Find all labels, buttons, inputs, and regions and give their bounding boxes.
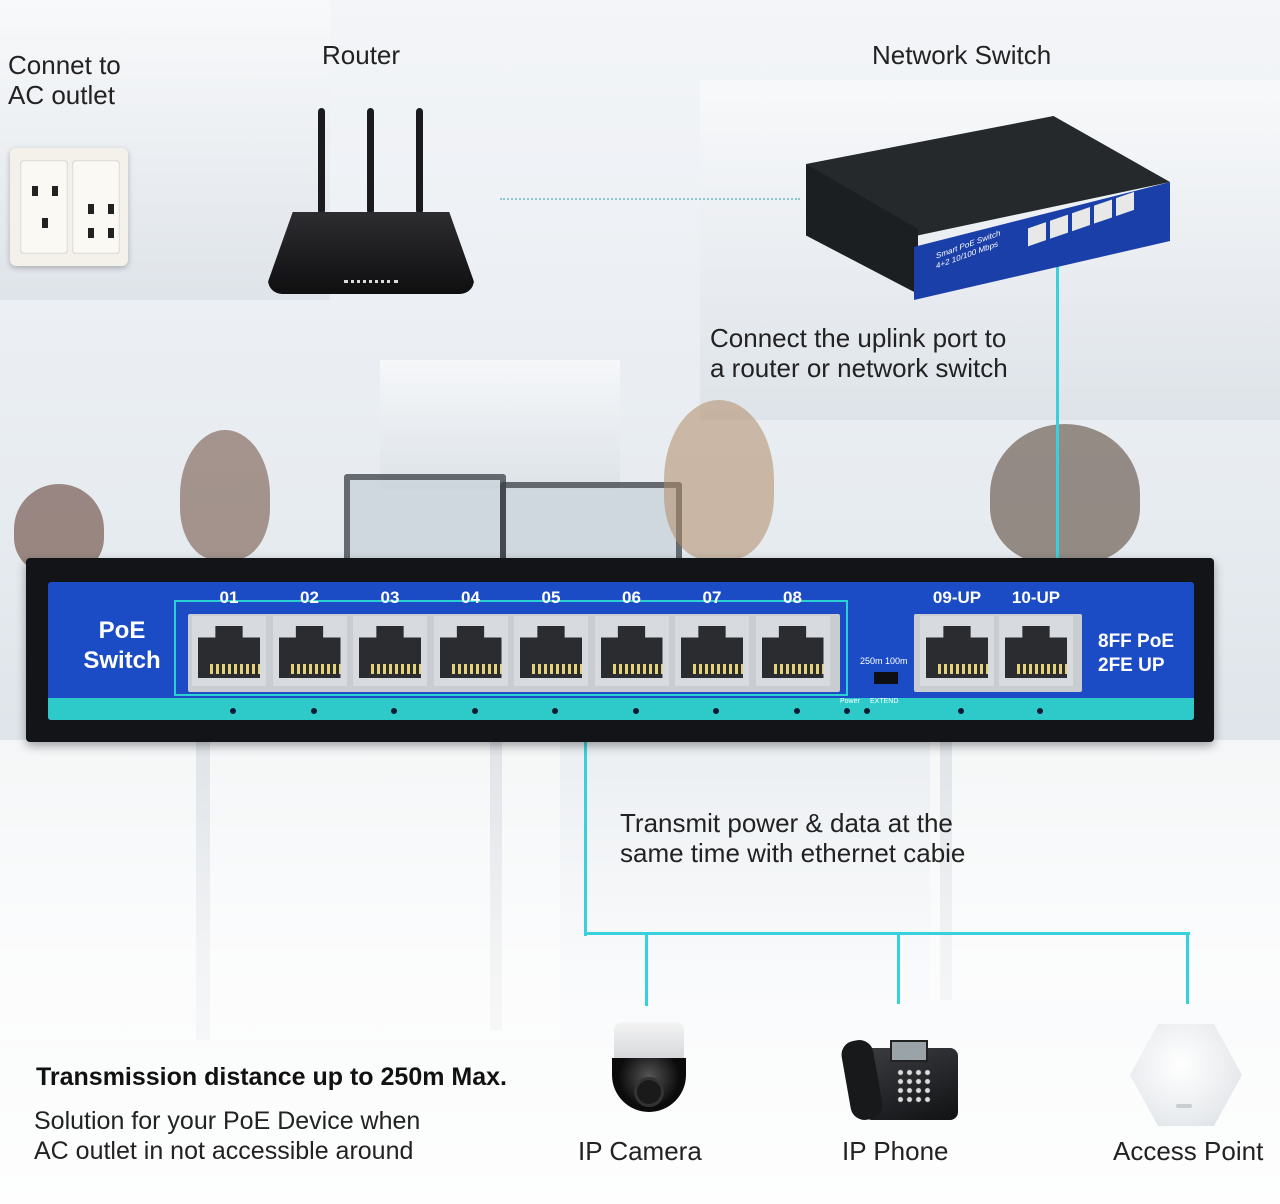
- poe-port-06-led: [632, 708, 639, 714]
- distance-subtitle: Solution for your PoE Device when AC out…: [34, 1107, 421, 1165]
- uplink-port-10-up[interactable]: [999, 616, 1073, 686]
- router-switch-link: [500, 198, 800, 200]
- poe-port-01-number: 01: [219, 588, 239, 607]
- poe-port-03[interactable]: [353, 616, 427, 686]
- power-led-label: Power: [840, 698, 860, 705]
- uplink-note: Connect the uplink port to a router or n…: [710, 323, 1008, 383]
- router-icon: [268, 212, 474, 296]
- uplink-port-09-up-number: 09-UP: [932, 588, 982, 607]
- router-antenna-icon: [416, 108, 423, 214]
- ip-phone-icon: [839, 1034, 958, 1123]
- network-switch-icon: Smart PoE Switch 4+2 10/100 Mbps: [806, 116, 1170, 300]
- access-point-label: Access Point: [1113, 1136, 1264, 1166]
- distance-title: Transmission distance up to 250m Max.: [36, 1063, 507, 1091]
- transmit-note: Transmit power & data at the same time w…: [620, 808, 966, 868]
- poe-port-03-led: [391, 708, 397, 714]
- ac-outlet-icon: [10, 148, 128, 266]
- poe-port-01-led: [230, 708, 236, 714]
- poe-port-06-number: 06: [622, 588, 641, 607]
- poe-port-02-led: [310, 708, 317, 714]
- phone-drop-cable: [897, 934, 900, 1004]
- poe-switch-spec: 8FF PoE 2FE UP: [1098, 631, 1175, 676]
- power-led: [844, 708, 850, 714]
- poe-port-04[interactable]: [433, 616, 508, 686]
- ip-phone-label: IP Phone: [842, 1136, 949, 1166]
- poe-port-08-number: 08: [783, 588, 802, 607]
- ip-camera-icon: [610, 1022, 688, 1114]
- poe-port-02-number: 02: [300, 588, 319, 607]
- poe-port-08-led: [793, 708, 800, 714]
- uplink-port-09-up[interactable]: [920, 616, 994, 686]
- ac-outlet-label: Connet to AC outlet: [8, 50, 121, 110]
- router-label: Router: [322, 40, 401, 70]
- poe-port-04-number: 04: [461, 588, 480, 607]
- downlink-cable: [584, 714, 587, 936]
- uplink-port-10-up-led: [1037, 708, 1043, 714]
- poe-port-08[interactable]: [755, 616, 830, 686]
- poe-port-04-led: [471, 708, 478, 714]
- dip-switch[interactable]: [874, 672, 898, 684]
- poe-port-07[interactable]: [675, 616, 749, 686]
- uplink-port-09-up-led: [958, 708, 964, 714]
- distribution-cable: [584, 932, 1190, 935]
- poe-port-07-led: [713, 708, 719, 714]
- poe-port-01[interactable]: [192, 616, 266, 686]
- poe-port-06[interactable]: [594, 616, 669, 686]
- network-switch-label: Network Switch: [872, 40, 1052, 70]
- poe-switch: PoE Switch 250m 100m Power EXTEND 8FF Po…: [26, 558, 1214, 742]
- ip-camera-label: IP Camera: [578, 1136, 702, 1166]
- poe-port-02[interactable]: [272, 616, 347, 686]
- extend-led: [864, 708, 870, 714]
- poe-port-05-led: [552, 708, 558, 714]
- ap-drop-cable: [1186, 934, 1189, 1004]
- router-antenna-icon: [367, 108, 374, 214]
- camera-drop-cable: [645, 934, 648, 1006]
- poe-ports-frame: [174, 600, 848, 696]
- extend-led-label: EXTEND: [870, 698, 899, 705]
- poe-switch-brand: PoE Switch: [83, 617, 161, 674]
- poe-port-05[interactable]: [514, 616, 588, 686]
- poe-port-03-number: 03: [380, 588, 400, 607]
- uplink-port-10-up-number: 10-UP: [1011, 588, 1061, 607]
- dip-switch-label: 250m 100m: [860, 656, 908, 666]
- uplink-cable: [1056, 262, 1059, 602]
- poe-port-07-number: 07: [702, 588, 722, 607]
- router-antenna-icon: [318, 108, 325, 214]
- poe-port-05-number: 05: [541, 588, 561, 607]
